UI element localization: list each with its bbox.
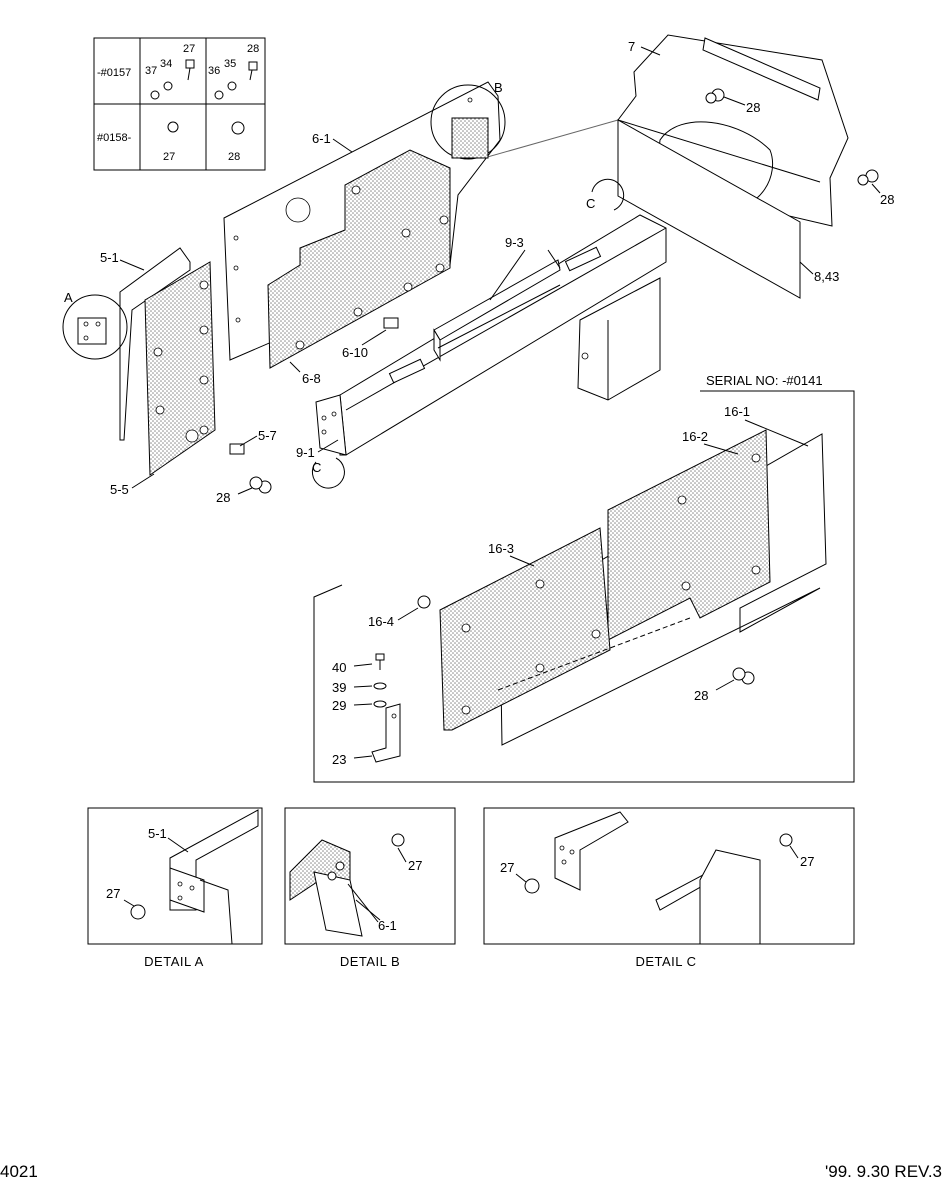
callout-9-1: 9-1	[296, 445, 315, 460]
callout-28-left: 28	[216, 490, 230, 505]
table-r2c2-part: 27	[163, 151, 175, 163]
callout-16-2: 16-2	[682, 429, 708, 444]
part-9-3-rail: 9-3	[388, 235, 602, 384]
detail-c-callout-27-right: 27	[800, 854, 814, 869]
callout-28-inset: 28	[694, 688, 708, 703]
detail-a-callout-5-1: 5-1	[148, 826, 167, 841]
nut-icon	[214, 90, 224, 100]
part-5-1-bracket: 5-1	[100, 247, 191, 441]
revision-date: '99. 9.30 REV.3	[825, 1162, 942, 1181]
detail-a-marker: A	[62, 290, 128, 360]
callout-b: B	[494, 80, 503, 95]
washer-icon	[163, 81, 173, 91]
detail-c-box: 27 27 DETAIL C	[483, 807, 855, 969]
serial-note: SERIAL NO: -#0141	[706, 373, 823, 388]
callout-6-10: 6-10	[342, 345, 368, 360]
table-r1c2-part-c: 27	[183, 43, 195, 55]
callout-8-43: 8,43	[814, 269, 839, 284]
callout-28-top: 28	[746, 100, 760, 115]
part-6-8-pad: 6-10 6-8	[267, 149, 451, 386]
callout-40: 40	[332, 660, 346, 675]
callout-6-8: 6-8	[302, 371, 321, 386]
detail-c-callout-27-left: 27	[500, 860, 514, 875]
callout-c-bottom: C	[312, 460, 321, 475]
table-r1c2-part-a: 37	[145, 65, 157, 77]
callout-a: A	[64, 290, 73, 305]
callout-5-1: 5-1	[100, 250, 119, 265]
detail-b-callout-6-1: 6-1	[378, 918, 397, 933]
callout-29: 29	[332, 698, 346, 713]
detail-a-caption: DETAIL A	[144, 954, 204, 969]
detail-a-box: 5-1 27 DETAIL A	[87, 807, 263, 969]
table-r1c3-part-b: 35	[224, 58, 236, 70]
serial-table: -#0157 #0158- 37 34 27 36 35 28 27 28	[93, 37, 266, 171]
part-9-1-beam: 9-1 C	[296, 214, 667, 489]
serial-row2-label: #0158-	[97, 132, 132, 144]
detail-b-callout-27: 27	[408, 858, 422, 873]
bolt-icon	[185, 59, 195, 69]
washer-icon	[227, 81, 237, 91]
callout-5-7: 5-7	[258, 428, 277, 443]
detail-c-caption: DETAIL C	[635, 954, 696, 969]
callout-16-1: 16-1	[724, 404, 750, 419]
table-r1c3-part-c: 28	[247, 43, 259, 55]
table-r2c3-part: 28	[228, 151, 240, 163]
nut-icon	[150, 90, 160, 100]
serial-row1-label: -#0157	[97, 67, 131, 79]
detail-b-box: 27 6-1 DETAIL B	[284, 807, 456, 969]
detail-a-callout-27: 27	[106, 886, 120, 901]
callout-9-3: 9-3	[505, 235, 524, 250]
part-5-5-pad: 5-7 5-5 28	[110, 261, 277, 505]
clip-nut-icon	[167, 121, 179, 133]
callout-16-4: 16-4	[368, 614, 394, 629]
table-r1c2-part-b: 34	[160, 58, 172, 70]
callout-c-top: C	[586, 196, 595, 211]
callout-5-5: 5-5	[110, 482, 129, 497]
table-r1c3-part-a: 36	[208, 65, 220, 77]
detail-b-marker: B	[430, 80, 506, 160]
callout-16-3: 16-3	[488, 541, 514, 556]
clip-nut-icon	[231, 121, 245, 135]
serial-inset-box: SERIAL NO: -#0141 16-1 16-2 16-3 16-4 28	[313, 373, 855, 783]
callout-7: 7	[628, 39, 635, 54]
callout-6-1: 6-1	[312, 131, 331, 146]
page-number: 4021	[0, 1162, 38, 1181]
callout-28-right: 28	[880, 192, 894, 207]
callout-23: 23	[332, 752, 346, 767]
callout-39: 39	[332, 680, 346, 695]
detail-c-marker-top: C	[586, 178, 625, 211]
bolt-icon	[248, 61, 258, 71]
detail-b-caption: DETAIL B	[340, 954, 400, 969]
